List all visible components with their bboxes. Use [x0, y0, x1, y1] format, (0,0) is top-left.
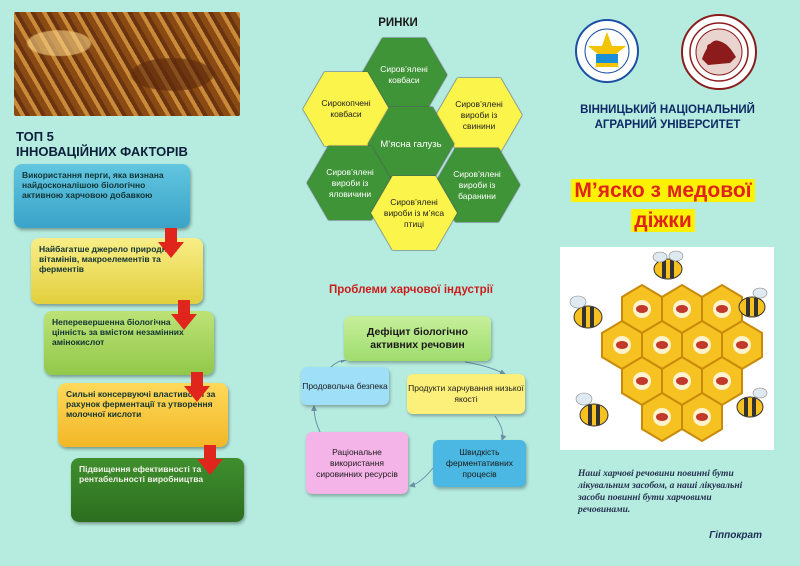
- arrow-down-icon: [184, 372, 210, 402]
- problem-quality-box: Продукти харчування низької якості: [407, 374, 525, 414]
- problem-rational-box: Раціональне використання сировинних ресу…: [306, 432, 408, 494]
- problems-title: Проблеми харчової індустрії: [328, 284, 494, 296]
- factor-step-5: Підвищення ефективності та рентабельност…: [71, 458, 244, 522]
- university-name-line2: АГРАРНИЙ УНІВЕРСИТЕТ: [594, 119, 741, 131]
- market-hex-label: Сиров’ялені вироби із свинини: [436, 78, 522, 152]
- poster-title: М’яско з медової діжки: [566, 176, 760, 236]
- market-hex: Сиров’ялені вироби із свинини: [436, 78, 522, 152]
- arrow-down-icon: [171, 300, 197, 330]
- top5-title-line1: ТОП 5: [16, 129, 54, 144]
- market-hex: Сиров’ялені вироби із м’яса птиці: [371, 176, 457, 250]
- university-emblem-icon: [575, 19, 639, 83]
- arrow-down-icon: [158, 228, 184, 258]
- honeycomb-photo: [14, 12, 240, 116]
- problem-safety-box: Продовольча безпека: [301, 367, 389, 405]
- university-name-line1: ВІННИЦЬКИЙ НАЦІОНАЛЬНИЙ: [580, 104, 755, 116]
- factor-step-1: Використання перги, яка визнана найдоско…: [14, 164, 190, 228]
- hippocrates-quote: Наші харчові речовини повинні бути лікув…: [578, 469, 743, 515]
- market-hex-label: Сиров’ялені вироби із баранини: [434, 148, 520, 222]
- bees-honeycomb-illustration: [560, 247, 774, 450]
- cycle-arrows: [311, 360, 507, 488]
- quote-author: Гіппократ: [709, 530, 762, 541]
- market-hex-center-label: М’ясна галузь: [368, 107, 454, 181]
- markets-title: РИНКИ: [378, 17, 418, 29]
- poster-title-line1: М’яско з медової: [571, 179, 755, 202]
- arrow-down-icon: [197, 445, 223, 475]
- university-name: ВІННИЦЬКИЙ НАЦІОНАЛЬНИЙ АГРАРНИЙ УНІВЕРС…: [560, 103, 775, 133]
- faculty-seal-icon: [681, 14, 757, 90]
- problem-main-box: Дефіцит біологічно активних речовин: [344, 316, 491, 361]
- market-hex-label: Сирокопчені ковбаси: [303, 72, 389, 146]
- market-hex-label: Сиров’ялені вироби із м’яса птиці: [371, 176, 457, 250]
- top5-title-line2: ІННОВАЦІЙНИХ ФАКТОРІВ: [16, 144, 188, 159]
- market-hex-center: М’ясна галузь: [368, 107, 454, 181]
- market-hex: Сиров’ялені вироби із баранини: [434, 148, 520, 222]
- market-hex: Сирокопчені ковбаси: [303, 72, 389, 146]
- problem-speed-box: Швидкість ферментативних процесів: [433, 440, 526, 487]
- poster-title-line2: діжки: [631, 209, 695, 232]
- top5-title: ТОП 5 ІННОВАЦІЙНИХ ФАКТОРІВ: [16, 129, 246, 159]
